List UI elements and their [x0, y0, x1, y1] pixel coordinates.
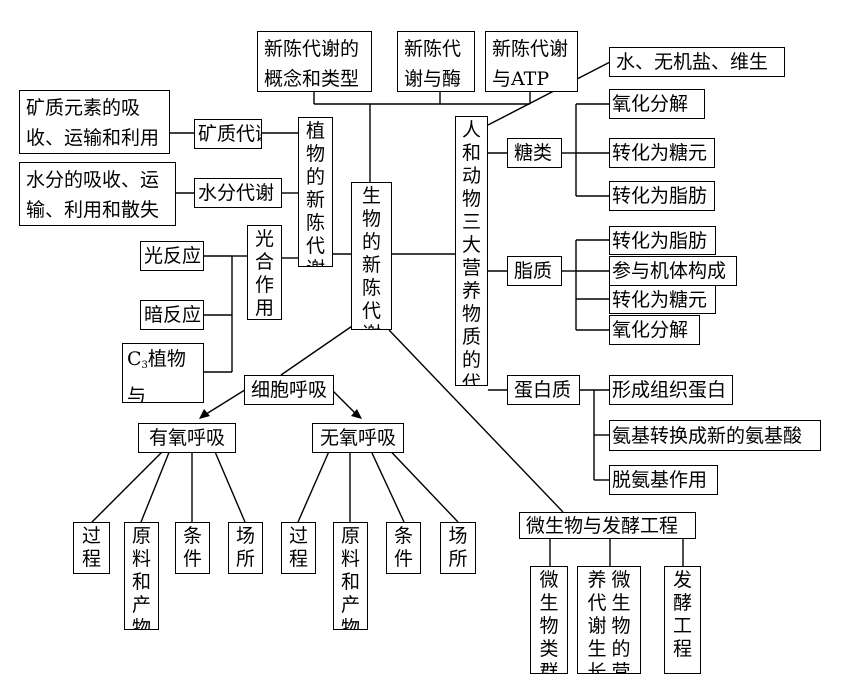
- root-label: 生物的新陈代谢: [361, 185, 381, 329]
- lipid-oxidation-label: 氧化分解: [612, 319, 689, 341]
- lipid-to-fat-box: 转化为脂肪: [609, 226, 716, 255]
- protein-label: 蛋白质: [514, 379, 572, 401]
- sugar-box: 糖类: [507, 138, 562, 168]
- microbe-groups-box: 微生物类群: [530, 566, 568, 674]
- transamination-box: 氨基转换成新的氨基酸: [609, 420, 821, 451]
- mineral-detail-label: 矿质元素的吸收、运输和利用: [26, 97, 160, 149]
- lipid-oxidation-box: 氧化分解: [609, 315, 700, 345]
- fermentation-engineering-box: 发酵工程: [664, 566, 701, 674]
- concept-types-label: 新陈代谢的概念和类型: [264, 38, 360, 90]
- water-metabolism-label: 水分代谢: [198, 182, 275, 204]
- plant-metabolism-label: 植物的新陈代谢: [305, 120, 325, 266]
- anaerobic-process-label: 过程: [288, 525, 308, 570]
- sugar-oxidation-box: 氧化分解: [609, 89, 705, 119]
- sugar-to-fat-box: 转化为脂肪: [609, 181, 715, 211]
- photosynthesis-box: 光合作用: [247, 225, 282, 320]
- tissue-protein-box: 形成组织蛋白: [609, 375, 733, 405]
- anaerobic-location-box: 场所: [440, 522, 476, 574]
- anaerobic-conditions-box: 条件: [386, 522, 421, 574]
- microbe-groups-label: 微生物类群: [539, 569, 559, 674]
- lipid-to-glycogen-box: 转化为糖元: [609, 285, 716, 314]
- microbe-nutrition-box: 微生物的营 养代谢生长: [577, 566, 641, 674]
- anaerobic-materials-label: 原料和产物: [340, 525, 360, 630]
- c3-plants-line: C3植物与: [127, 348, 186, 403]
- water-detail-box: 水分的吸收、运输、利用和散失: [19, 162, 176, 226]
- sugar-oxidation-label: 氧化分解: [612, 93, 689, 115]
- protein-box: 蛋白质: [507, 375, 580, 405]
- aerobic-process-label: 过程: [81, 525, 101, 570]
- deamination-box: 脱氨基作用: [609, 465, 718, 495]
- anaerobic-process-box: 过程: [281, 522, 316, 574]
- anaerobic-respiration-box: 无氧呼吸: [312, 423, 404, 453]
- atp-box: 新陈代谢与ATP: [485, 31, 578, 92]
- microbe-fermentation-box: 微生物与发酵工程: [519, 512, 696, 539]
- light-reaction-box: 光反应: [140, 241, 204, 271]
- mineral-metabolism-box: 矿质代谢: [194, 119, 262, 149]
- aerobic-conditions-label: 条件: [182, 525, 202, 570]
- root-box: 生物的新陈代谢: [351, 182, 392, 330]
- aerobic-materials-box: 原料和产物: [124, 522, 159, 630]
- dark-reaction-box: 暗反应: [140, 300, 204, 330]
- lipid-to-fat-label: 转化为脂肪: [612, 229, 708, 252]
- anaerobic-materials-box: 原料和产物: [333, 522, 368, 630]
- aerobic-location-box: 场所: [228, 522, 263, 574]
- sugar-label: 糖类: [514, 142, 553, 164]
- microbe-fermentation-label: 微生物与发酵工程: [526, 514, 679, 537]
- concept-types-box: 新陈代谢的概念和类型: [257, 31, 372, 92]
- fermentation-engineering-label: 发酵工程: [672, 569, 692, 660]
- deamination-label: 脱氨基作用: [612, 469, 708, 491]
- anaerobic-respiration-label: 无氧呼吸: [319, 427, 396, 449]
- lipid-to-glycogen-label: 转化为糖元: [612, 288, 708, 311]
- sugar-to-fat-label: 转化为脂肪: [612, 185, 708, 207]
- microbe-nutrition-col2: 养代谢生长: [587, 569, 607, 674]
- lipid-box: 脂质: [507, 256, 562, 286]
- mineral-detail-box: 矿质元素的吸收、运输和利用: [19, 90, 170, 154]
- dark-reaction-label: 暗反应: [144, 304, 202, 326]
- cell-respiration-box: 细胞呼吸: [244, 375, 334, 405]
- enzyme-box: 新陈代谢与酶: [397, 31, 475, 92]
- water-salts-vitamins-label: 水、无机盐、维生: [616, 51, 769, 73]
- tissue-protein-label: 形成组织蛋白: [612, 379, 727, 401]
- aerobic-process-box: 过程: [73, 522, 110, 574]
- cell-respiration-label: 细胞呼吸: [250, 379, 327, 401]
- plant-metabolism-box: 植物的新陈代谢: [298, 117, 333, 267]
- sugar-to-glycogen-label: 转化为糖元: [612, 142, 708, 164]
- animal-nutrition-box: 人和动物三大营养物质的代谢: [455, 116, 488, 386]
- light-reaction-label: 光反应: [144, 245, 202, 267]
- atp-label: 新陈代谢与ATP: [492, 38, 569, 90]
- enzyme-label: 新陈代谢与酶: [404, 38, 462, 90]
- lipid-structure-box: 参与机体构成: [609, 256, 737, 286]
- mineral-metabolism-label: 矿质代谢: [198, 123, 261, 145]
- anaerobic-location-label: 场所: [448, 525, 468, 570]
- animal-nutrition-label: 人和动物三大营养物质的代谢: [461, 119, 481, 386]
- water-metabolism-box: 水分代谢: [194, 178, 282, 208]
- lipid-label: 脂质: [514, 260, 553, 282]
- microbe-nutrition-col1: 微生物的营: [611, 569, 631, 674]
- transamination-label: 氨基转换成新的氨基酸: [612, 424, 803, 447]
- c3-c4-plants-box: C3植物与 C4植物: [122, 343, 204, 403]
- water-detail-label: 水分的吸收、运输、利用和散失: [26, 169, 160, 221]
- aerobic-conditions-box: 条件: [175, 522, 210, 574]
- aerobic-materials-label: 原料和产物: [131, 525, 151, 630]
- aerobic-location-label: 场所: [235, 525, 255, 570]
- anaerobic-conditions-label: 条件: [393, 525, 413, 570]
- photosynthesis-label: 光合作用: [254, 228, 274, 319]
- lipid-structure-label: 参与机体构成: [612, 260, 727, 282]
- sugar-to-glycogen-box: 转化为糖元: [609, 138, 715, 168]
- aerobic-respiration-label: 有氧呼吸: [148, 427, 225, 449]
- water-salts-vitamins-box: 水、无机盐、维生: [609, 47, 785, 77]
- aerobic-respiration-box: 有氧呼吸: [138, 423, 236, 453]
